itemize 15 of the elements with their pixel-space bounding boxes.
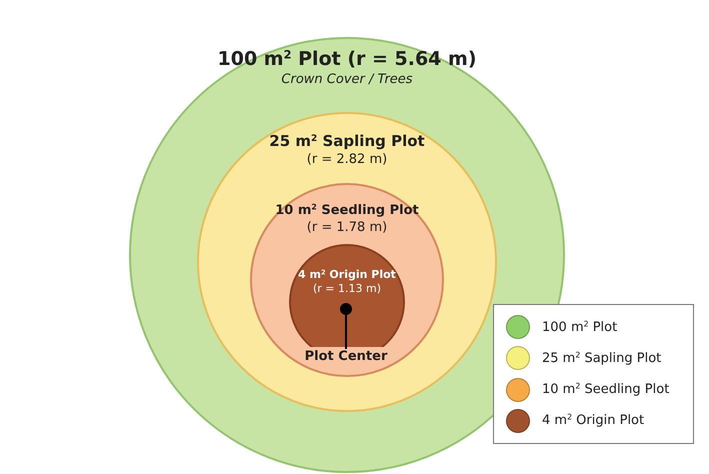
plot-title: 100 m$^{2}$ Plot (r = 5.64 m) <box>218 47 476 72</box>
leader-line <box>345 315 347 349</box>
plot-subtitle: Crown Cover / Trees <box>281 72 413 89</box>
legend-label: 100 m$^{2}$ Plot <box>542 320 618 334</box>
plot-subtitle: (r = 1.78 m) <box>306 220 388 237</box>
plot-subtitle: (r = 1.13 m) <box>312 282 382 297</box>
plot-title: 25 m$^{2}$ Sapling Plot <box>269 132 425 152</box>
plot-subtitle: (r = 2.82 m) <box>306 152 388 168</box>
legend-label: 25 m$^{2}$ Sapling Plot <box>542 350 662 366</box>
legend-label: 4 m$^{2}$ Origin Plot <box>542 413 644 428</box>
legend-label: 10 m$^{2}$ Seedling Plot <box>542 382 670 398</box>
center-dot <box>340 303 352 315</box>
center-label: Plot Center <box>296 349 396 367</box>
plot-title: 10 m$^{2}$ Seedling Plot <box>275 203 419 220</box>
plot-title: 4 m$^{2}$ Origin Plot <box>298 268 396 282</box>
